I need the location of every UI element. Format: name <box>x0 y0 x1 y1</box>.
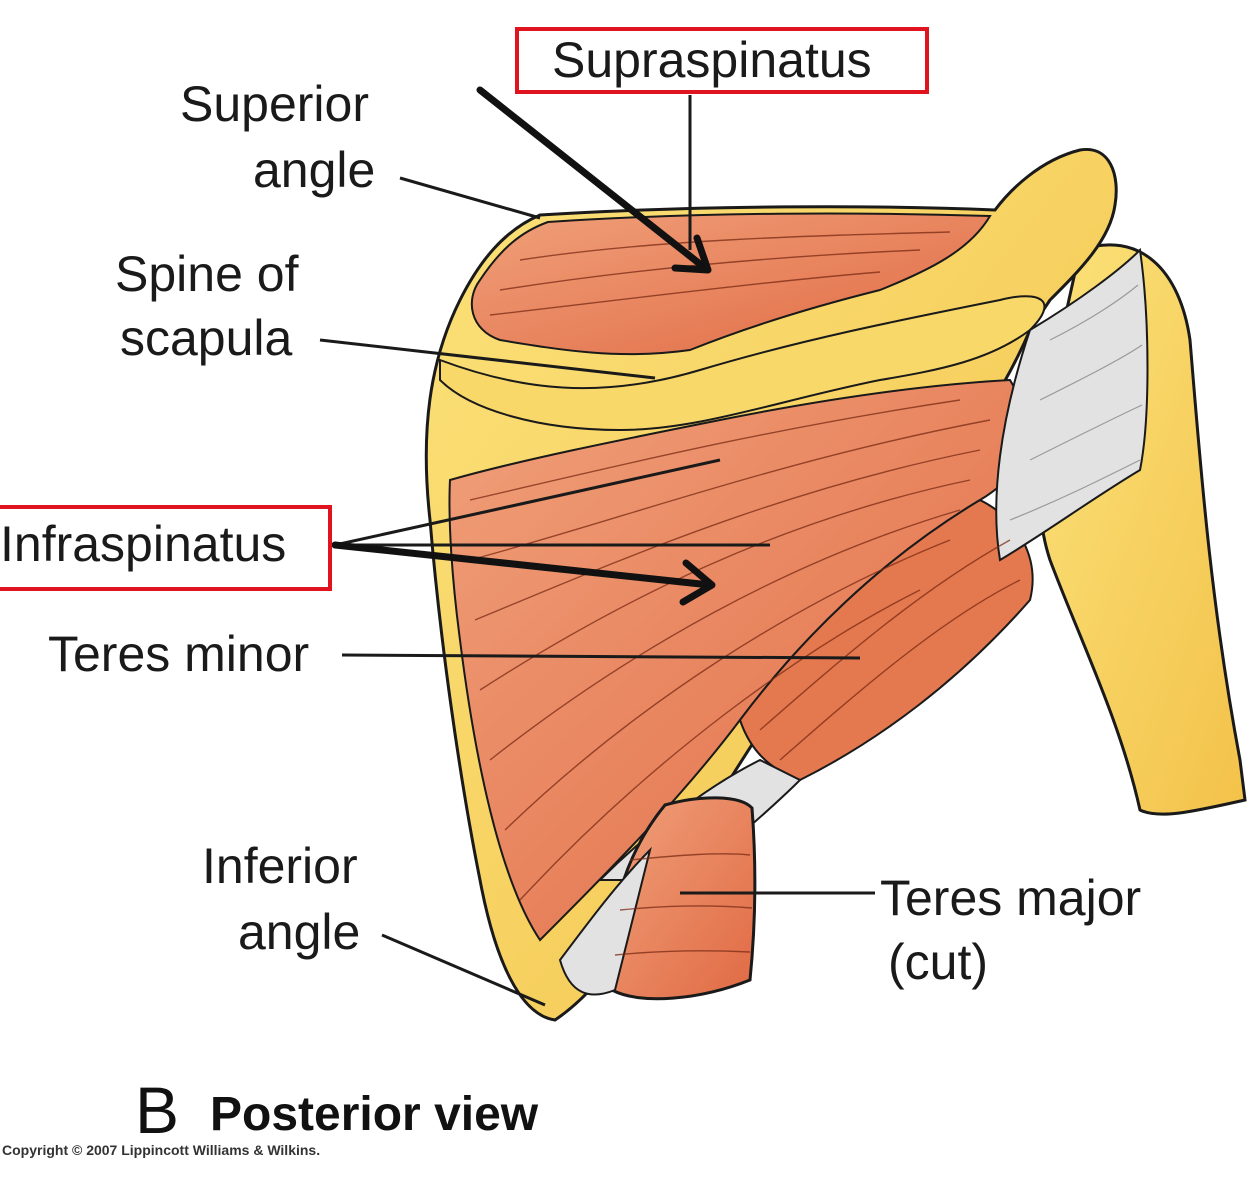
inferior-tendon <box>558 846 652 996</box>
supraspinatus-muscle <box>470 212 992 356</box>
inferior-angle-leader <box>381 933 546 1007</box>
label-superior-angle-line2: angle <box>253 142 376 198</box>
label-superior-angle-line1: Superior <box>180 76 369 132</box>
leader-lines <box>319 95 875 1007</box>
supraspinatus-arrow <box>476 86 709 272</box>
label-spine-line2: scapula <box>120 310 293 366</box>
supraspinatus-arrowhead <box>671 234 712 274</box>
rotator-tendon <box>995 247 1149 562</box>
label-teres-minor: Teres minor <box>48 626 310 682</box>
copyright-notice: Copyright © 2007 Lippincott Williams & W… <box>2 1142 321 1158</box>
label-teres-major-line2: (cut) <box>888 934 988 990</box>
label-supraspinatus: Supraspinatus <box>552 32 872 88</box>
spine-leader <box>319 338 656 380</box>
infraspinatus-arrow <box>331 541 714 589</box>
figure-panel-letter: B <box>135 1073 180 1147</box>
label-inferior-angle-line2: angle <box>238 904 361 960</box>
superior-angle-leader <box>399 176 541 220</box>
figure-caption: Posterior view <box>210 1088 539 1141</box>
infraspinatus-highlight-box <box>0 505 332 591</box>
tendon-striations <box>1009 284 1143 521</box>
label-teres-major-line1: Teres major <box>880 870 1142 926</box>
teres-minor-leader <box>341 653 861 660</box>
muscle-fibers <box>469 231 1021 956</box>
label-inferior-angle-line1: Inferior <box>202 838 358 894</box>
label-spine-line1: Spine of <box>115 246 299 302</box>
infraspinatus-leader-a <box>334 458 721 547</box>
arrows <box>331 86 716 606</box>
supraspinatus-highlight-box <box>515 27 929 94</box>
label-infraspinatus: Infraspinatus <box>0 516 287 572</box>
infraspinatus-arrowhead <box>679 559 716 606</box>
